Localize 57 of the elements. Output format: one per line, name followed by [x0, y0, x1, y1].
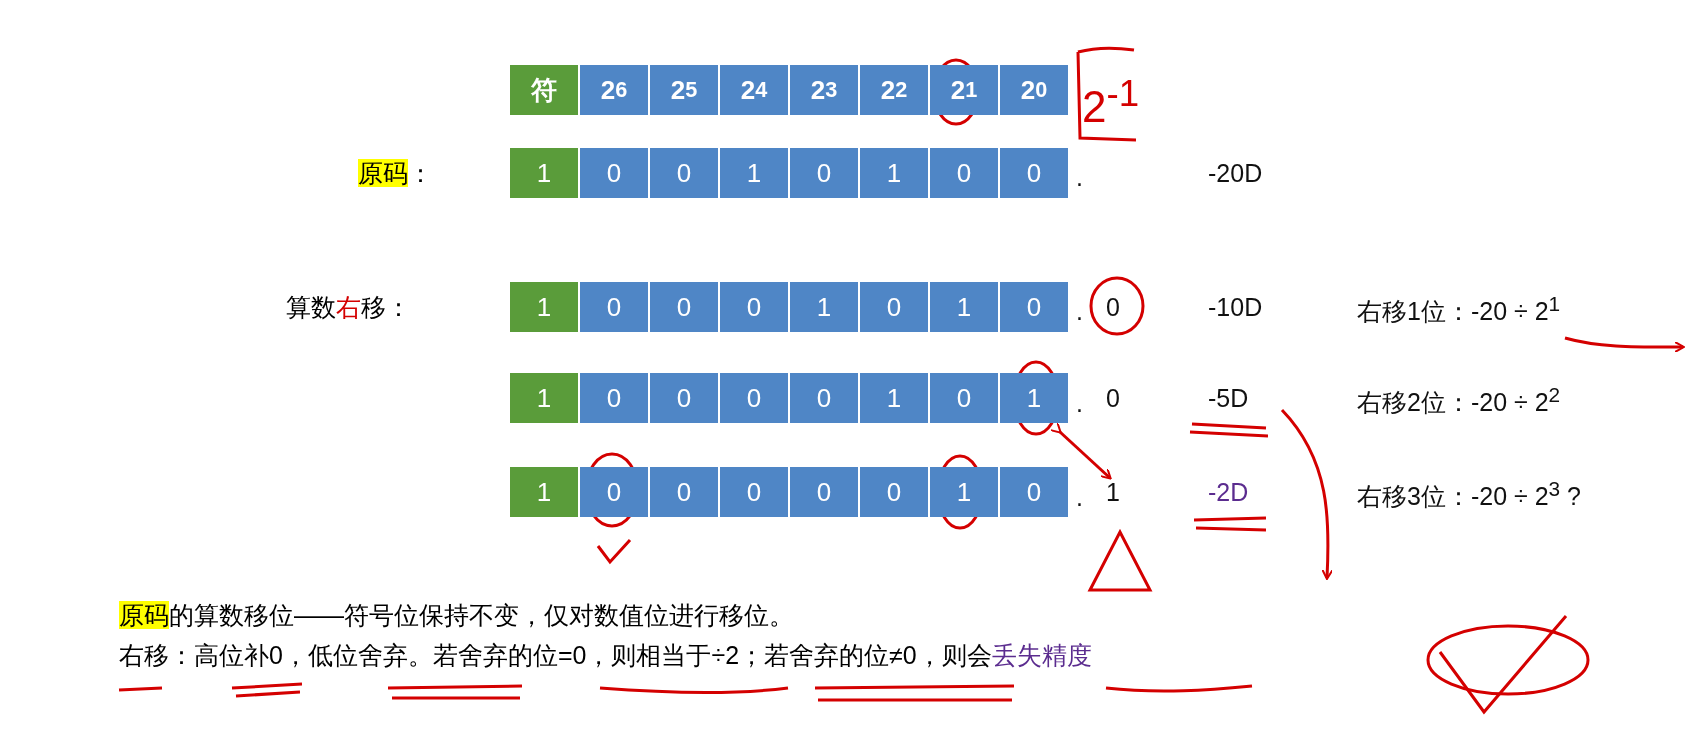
bit-cell: 0 [650, 467, 718, 517]
value-text: 0 [1106, 292, 1120, 322]
bit-cell: 0 [1000, 282, 1068, 332]
bit-cell: 0 [930, 148, 998, 198]
bit-cell: 1 [930, 282, 998, 332]
note-text: 右移：高位补0，低位舍弃。若舍弃的位=0，则相当于÷2；若舍弃的位≠0，则会 [119, 641, 992, 669]
bit-cell: 1 [930, 467, 998, 517]
bit-cell: 0 [720, 282, 788, 332]
bit-cell: 1 [510, 373, 578, 423]
note-text: 的算数移位——符号位保持不变，仅对数值位进行移位。 [169, 601, 794, 629]
bit-cell: 1 [720, 148, 788, 198]
bit-cell: 0 [650, 373, 718, 423]
bit-cell: 1 [510, 467, 578, 517]
bit-cell: 1 [790, 282, 858, 332]
binary-point: . [1076, 162, 1083, 192]
bit-cell: 0 [720, 467, 788, 517]
value-text: 右移2位：-20 ÷ 2$^{2}$ [1357, 383, 1561, 418]
bit-cell: 0 [650, 148, 718, 198]
highlighted-term: 原码 [358, 159, 408, 187]
bit-cell: 1 [510, 148, 578, 198]
binary-point: . [1076, 296, 1083, 326]
bit-cell: 1 [860, 148, 928, 198]
value-text: -10D [1208, 292, 1263, 322]
row-label: 右 [336, 293, 361, 321]
bit-cell: 0 [790, 148, 858, 198]
value-text: 右移1位：-20 ÷ 2$^{1}$ [1357, 292, 1561, 327]
bit-cell: 0 [860, 282, 928, 332]
bit-cell: 1 [510, 282, 578, 332]
highlighted-term: 原码 [119, 601, 169, 629]
row-label: ： [408, 159, 433, 187]
bit-cell: 1 [1000, 373, 1068, 423]
bit-cell: 0 [1000, 148, 1068, 198]
bit-cell: 0 [580, 373, 648, 423]
bit-cell: 0 [720, 373, 788, 423]
bit-cell: 0 [930, 373, 998, 423]
bit-cell: 0 [790, 467, 858, 517]
value-text: -5D [1208, 383, 1249, 413]
binary-point: . [1076, 482, 1083, 512]
bit-cell: 0 [580, 148, 648, 198]
bit-cell: 0 [650, 282, 718, 332]
bit-cell: 0 [1000, 467, 1068, 517]
value-text: -2D [1208, 477, 1249, 507]
row-label: 算数 [286, 293, 336, 321]
bit-cell: 1 [860, 373, 928, 423]
handwritten-note: 2$^{-1}$ [1082, 72, 1140, 133]
bit-cell: 0 [580, 467, 648, 517]
row-label: 移： [361, 293, 411, 321]
binary-point: . [1076, 388, 1083, 418]
value-text: -20D [1208, 158, 1263, 188]
value-text: 0 [1106, 383, 1120, 413]
bit-cell: 0 [860, 467, 928, 517]
value-text: 1 [1106, 477, 1120, 507]
bit-cell: 0 [790, 373, 858, 423]
note-text: 丢失精度 [991, 641, 1092, 669]
value-text: 右移3位：-20 ÷ 2$^{3}$ ? [1357, 477, 1581, 512]
header-cell: 符 [510, 65, 578, 115]
bit-cell: 0 [580, 282, 648, 332]
